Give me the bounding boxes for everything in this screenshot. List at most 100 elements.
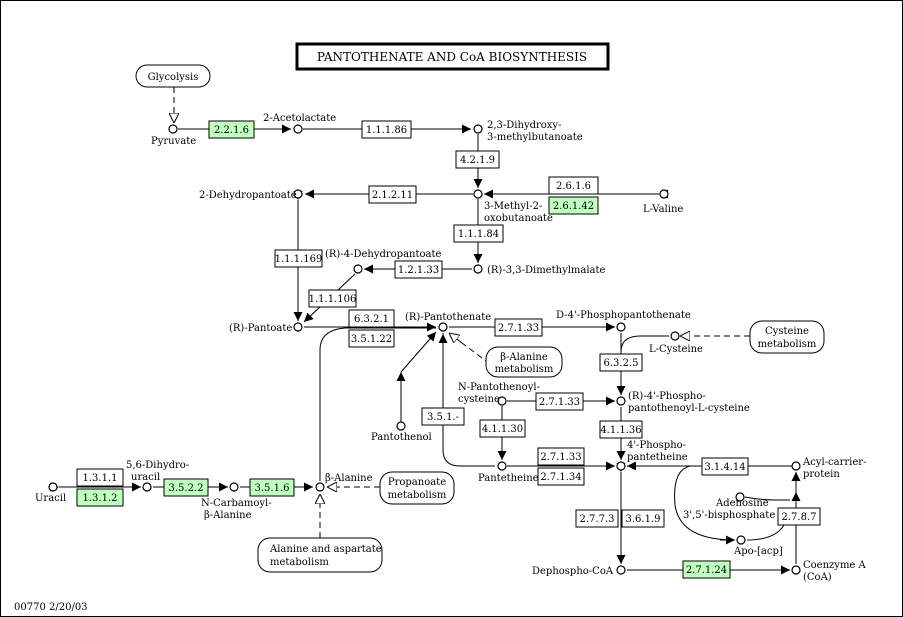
enzyme-2-6-1-6[interactable]: 2.6.1.6 bbox=[548, 176, 599, 195]
map-alanine-aspartate-metabolism[interactable]: Alanine and aspartate metabolism bbox=[257, 537, 383, 573]
compounds bbox=[48, 124, 801, 575]
svg-text:4.1.1.36: 4.1.1.36 bbox=[600, 425, 641, 436]
label-valine: L-Valine bbox=[643, 204, 683, 215]
svg-text:3.5.2.2: 3.5.2.2 bbox=[169, 483, 204, 494]
map-ala-asp-label-1: Alanine and aspartate bbox=[269, 544, 382, 555]
label-dihydrouracil-2: uracil bbox=[131, 472, 160, 483]
compound-dihydrouracil[interactable] bbox=[142, 482, 152, 492]
label-n-pantothenoyl-2: cysteine bbox=[458, 394, 500, 405]
compound-phosphopantetheine[interactable] bbox=[616, 461, 626, 471]
compound-b-alanine[interactable] bbox=[315, 482, 325, 492]
svg-text:2.7.1.24: 2.7.1.24 bbox=[686, 565, 727, 576]
enzyme-4-1-1-36[interactable]: 4.1.1.36 bbox=[599, 420, 643, 439]
label-phosphopantetheine-1: 4'-Phospho- bbox=[627, 440, 686, 451]
compound-phosphopantothenate[interactable] bbox=[616, 322, 626, 332]
compound-coa[interactable] bbox=[791, 565, 801, 575]
label-carbamoyl-1: N-Carbamoyl- bbox=[201, 498, 272, 509]
enzyme-6-3-2-1[interactable]: 6.3.2.1 bbox=[348, 309, 395, 328]
enzyme-3-6-1-9[interactable]: 3.6.1.9 bbox=[621, 509, 665, 528]
svg-text:1.1.1.106: 1.1.1.106 bbox=[309, 294, 357, 305]
label-dihydroxy-2: 3-methylbutanoate bbox=[487, 132, 583, 143]
enzyme-2-7-7-3[interactable]: 2.7.7.3 bbox=[575, 509, 619, 528]
enzyme-2-7-1-33-c[interactable]: 2.7.1.33 bbox=[537, 447, 585, 466]
compound-dehydropantoate[interactable] bbox=[293, 189, 303, 199]
svg-text:3.5.1.6: 3.5.1.6 bbox=[255, 483, 290, 494]
compound-dimethylmalate[interactable] bbox=[473, 264, 483, 274]
enzyme-2-6-1-42[interactable]: 2.6.1.42 bbox=[548, 196, 599, 215]
svg-text:2.2.1.6: 2.2.1.6 bbox=[214, 125, 249, 136]
svg-text:1.3.1.2: 1.3.1.2 bbox=[83, 493, 118, 504]
enzyme-1-2-1-33[interactable]: 1.2.1.33 bbox=[394, 260, 443, 279]
label-coa-1: Coenzyme A bbox=[803, 560, 867, 571]
enzyme-2-7-1-33-a[interactable]: 2.7.1.33 bbox=[494, 318, 543, 337]
enzyme-2-2-1-6[interactable]: 2.2.1.6 bbox=[208, 120, 255, 139]
enzyme-2-7-1-33-b[interactable]: 2.7.1.33 bbox=[535, 392, 584, 411]
enzyme-3-5-2-2[interactable]: 3.5.2.2 bbox=[163, 478, 209, 497]
enzyme-2-1-2-11[interactable]: 2.1.2.11 bbox=[368, 185, 417, 204]
svg-text:2.7.1.33: 2.7.1.33 bbox=[540, 452, 581, 463]
compound-pantetheine[interactable] bbox=[497, 461, 507, 471]
svg-text:2.1.2.11: 2.1.2.11 bbox=[372, 190, 413, 201]
map-cysteine-metabolism[interactable]: Cysteine metabolism bbox=[749, 320, 825, 354]
map-cysteine-label-2: metabolism bbox=[758, 339, 817, 350]
enzyme-4-2-1-9[interactable]: 4.2.1.9 bbox=[455, 150, 500, 169]
compound-dephospho-coa[interactable] bbox=[616, 565, 626, 575]
enzyme-1-1-1-106[interactable]: 1.1.1.106 bbox=[308, 289, 357, 308]
compound-cysteine[interactable] bbox=[670, 331, 680, 341]
map-propanoate-metabolism[interactable]: Propanoate metabolism bbox=[379, 471, 455, 505]
enzyme-3-5-1-6[interactable]: 3.5.1.6 bbox=[249, 478, 295, 497]
enzyme-1-3-1-2[interactable]: 1.3.1.2 bbox=[76, 488, 124, 507]
compound-r4-dehydropantoate[interactable] bbox=[353, 264, 363, 274]
enzyme-3-5-1-dash[interactable]: 3.5.1.- bbox=[421, 407, 465, 426]
compound-adenosine[interactable] bbox=[735, 492, 745, 502]
compound-pantothenol[interactable] bbox=[396, 421, 406, 431]
label-methyl-oxo-2: oxobutanoate bbox=[484, 213, 553, 224]
compound-n-pantothenoyl[interactable] bbox=[497, 396, 507, 406]
compound-uracil[interactable] bbox=[48, 482, 58, 492]
svg-text:4.1.1.30: 4.1.1.30 bbox=[482, 424, 523, 435]
title-box: PANTOTHENATE AND CoA BIOSYNTHESIS bbox=[295, 42, 610, 71]
enzyme-2-7-8-7[interactable]: 2.7.8.7 bbox=[777, 507, 821, 526]
enzyme-1-1-1-169[interactable]: 1.1.1.169 bbox=[274, 249, 323, 268]
map-ala-asp-label-2: metabolism bbox=[270, 557, 329, 568]
svg-text:2.7.1.34: 2.7.1.34 bbox=[540, 472, 581, 483]
label-r4-dehydropantoate: (R)-4-Dehydropantoate bbox=[325, 249, 442, 260]
svg-text:1.1.1.86: 1.1.1.86 bbox=[366, 125, 407, 136]
svg-text:3.6.1.9: 3.6.1.9 bbox=[626, 514, 661, 525]
enzyme-3-1-4-14[interactable]: 3.1.4.14 bbox=[701, 457, 749, 476]
compound-pantothenate[interactable] bbox=[438, 322, 448, 332]
label-acetolactate: 2-Acetolactate bbox=[263, 113, 336, 124]
label-coa-2: (CoA) bbox=[803, 572, 832, 583]
enzyme-4-1-1-30[interactable]: 4.1.1.30 bbox=[479, 419, 526, 438]
compound-dihydroxy[interactable] bbox=[473, 124, 483, 134]
enzyme-1-1-1-86[interactable]: 1.1.1.86 bbox=[361, 120, 412, 139]
label-phosphopantothenoyl-2: pantothenoyl-L-cysteine bbox=[628, 403, 750, 414]
label-phosphopantothenate: D-4'-Phosphopantothenate bbox=[556, 310, 691, 321]
compound-carbamoyl[interactable] bbox=[229, 482, 239, 492]
enzyme-3-5-1-22[interactable]: 3.5.1.22 bbox=[348, 329, 395, 348]
svg-text:2.6.1.6: 2.6.1.6 bbox=[556, 181, 591, 192]
svg-text:6.3.2.1: 6.3.2.1 bbox=[354, 314, 389, 325]
map-b-alanine-label-2: metabolism bbox=[495, 364, 554, 375]
svg-text:1.1.1.84: 1.1.1.84 bbox=[458, 229, 499, 240]
enzyme-2-7-1-24[interactable]: 2.7.1.24 bbox=[682, 560, 731, 579]
svg-text:1.3.1.1: 1.3.1.1 bbox=[83, 473, 118, 484]
compound-methyl-oxo[interactable] bbox=[473, 189, 483, 199]
enzyme-1-1-1-84[interactable]: 1.1.1.84 bbox=[453, 224, 504, 243]
compound-valine[interactable] bbox=[659, 189, 669, 199]
label-adenosine-1: Adenosine bbox=[715, 498, 769, 509]
compound-apo-acp[interactable] bbox=[736, 535, 746, 545]
enzyme-2-7-1-34[interactable]: 2.7.1.34 bbox=[537, 467, 585, 486]
label-carbamoyl-2: β-Alanine bbox=[204, 510, 252, 521]
label-b-alanine: β-Alanine bbox=[325, 473, 373, 484]
svg-text:2.7.8.7: 2.7.8.7 bbox=[782, 512, 817, 523]
compound-pantoate[interactable] bbox=[293, 322, 303, 332]
compound-pyruvate[interactable] bbox=[168, 124, 178, 134]
compound-acp[interactable] bbox=[791, 461, 801, 471]
enzyme-1-3-1-1[interactable]: 1.3.1.1 bbox=[76, 468, 124, 487]
map-b-alanine-metabolism[interactable]: β-Alanine metabolism bbox=[485, 346, 563, 378]
compound-acetolactate[interactable] bbox=[293, 124, 303, 134]
map-glycolysis[interactable]: Glycolysis bbox=[135, 64, 211, 88]
enzyme-6-3-2-5[interactable]: 6.3.2.5 bbox=[599, 353, 643, 372]
compound-phosphopantothenoyl[interactable] bbox=[616, 396, 626, 406]
